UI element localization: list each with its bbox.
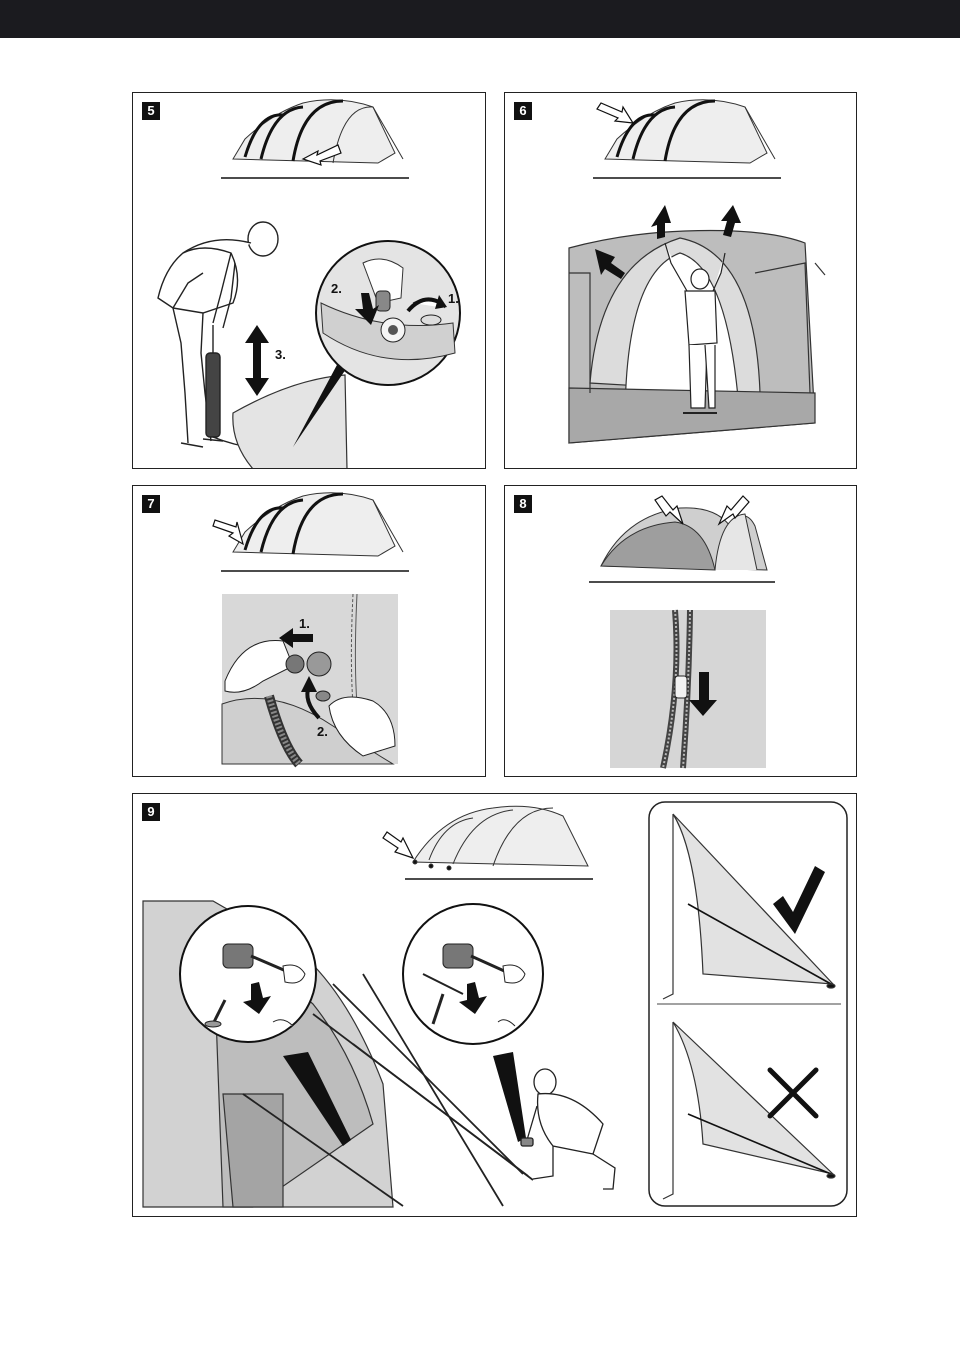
step-7-illustration: 1. 2.: [212, 492, 409, 768]
tent-overview-diagram: [593, 99, 781, 179]
step-8-illustration: [589, 495, 775, 769]
arrow-pointer-icon: [301, 144, 342, 166]
up-down-arrow-icon: [245, 325, 269, 396]
zipper-closeup-scene: [610, 609, 766, 769]
person-raising-tent-figure: [664, 242, 726, 414]
down-arrow-icon: [689, 672, 717, 716]
callout-pointer: [293, 363, 346, 447]
incorrect-tension-diagram: [662, 1021, 836, 1200]
step-number-badge: 8: [514, 495, 532, 513]
step-5-panel: 5: [132, 92, 486, 469]
step-number-badge: 7: [142, 495, 160, 513]
left-arrow-icon: [279, 628, 313, 648]
step-number-badge: 9: [142, 803, 160, 821]
valve-zoom-circle: [315, 240, 461, 386]
guy-ropes: [242, 973, 534, 1207]
cross-icon: [767, 1067, 819, 1119]
person-pumping-figure: [157, 221, 309, 450]
up-arrow-icon: [721, 205, 741, 237]
arrow-pointer-icon: [382, 831, 415, 860]
step-7-label-1: 1.: [299, 616, 310, 631]
arrow-pointer-icon: [717, 495, 750, 526]
correct-tension-diagram: [662, 813, 836, 1000]
step-9-illustration: [142, 801, 848, 1208]
arrow-pointer-icon: [212, 519, 244, 546]
step-number-badge: 6: [514, 102, 532, 120]
arrow-pointer-icon: [596, 102, 635, 124]
check-icon: [773, 866, 825, 934]
up-arrow-icon: [595, 249, 625, 279]
guy-rope-comparison-inset: [648, 801, 848, 1207]
up-arrow-icon: [651, 205, 671, 239]
tent-overview-diagram: [221, 99, 409, 179]
step-7-panel: 7: [132, 485, 486, 777]
down-arrow-icon: [459, 982, 487, 1014]
tent-overview-diagram: [405, 805, 593, 880]
step-5-illustration: 3. 2. 1.: [157, 99, 461, 468]
tent-overview-diagram: [589, 507, 775, 583]
step-9-panel: 9: [132, 793, 857, 1217]
valve-closeup-scene: [221, 593, 398, 768]
step-5-label-1: 1.: [448, 291, 459, 306]
down-arrow-icon: [243, 982, 271, 1014]
hammer-zoom-circle-right: [402, 903, 544, 1142]
hammer-zoom-circle-left: [179, 905, 351, 1146]
step-8-panel: 8: [504, 485, 857, 777]
up-arrows-group: [595, 205, 741, 279]
step-6-illustration: [568, 99, 826, 444]
step-number-badge: 5: [142, 102, 160, 120]
step-5-label-3: 3.: [275, 347, 286, 362]
top-header-bar: [0, 0, 960, 38]
down-arrow-icon: [355, 293, 379, 325]
person-hammering-figure: [520, 1068, 616, 1190]
tent-overview-diagram: [221, 492, 409, 572]
air-tube-fabric: [232, 374, 348, 468]
step-5-label-2: 2.: [331, 281, 342, 296]
step-6-panel: 6: [504, 92, 857, 469]
arrow-pointer-icon: [654, 495, 684, 525]
step-7-label-2: 2.: [317, 724, 328, 739]
